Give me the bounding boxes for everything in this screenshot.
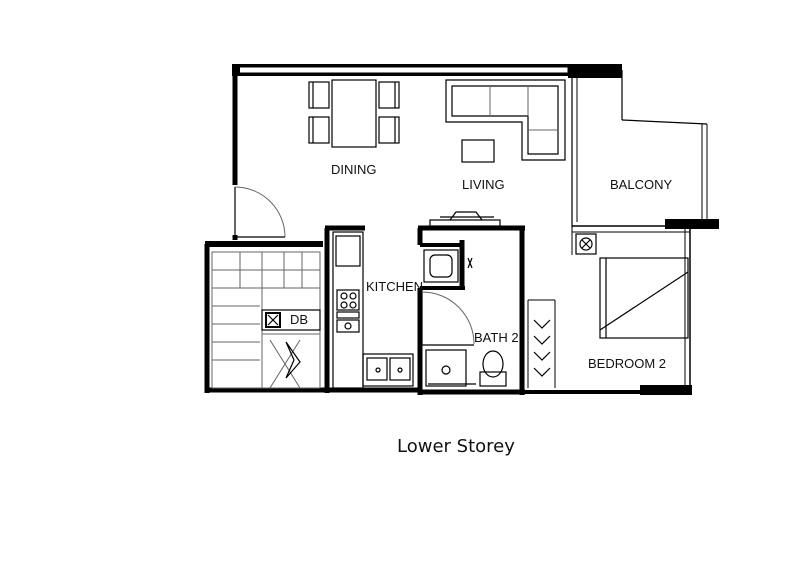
db-label: DB: [290, 312, 308, 327]
room-label-bath: BATH 2: [474, 330, 519, 345]
walls: [204, 64, 719, 395]
room-label-balcony: BALCONY: [610, 177, 672, 192]
kitchen-counter: [332, 231, 414, 389]
room-label-dining: DINING: [331, 162, 377, 177]
bed-icon: [575, 233, 689, 339]
room-label-kitchen: KITCHEN: [366, 279, 423, 294]
doors: [234, 186, 475, 346]
bath-fixtures: [425, 349, 507, 387]
wardrobe-icon: [533, 319, 551, 377]
washer-icon: [423, 249, 473, 283]
plan-title: Lower Storey: [397, 436, 515, 457]
sofa-icon: [445, 79, 566, 163]
room-label-bedroom: BEDROOM 2: [588, 356, 666, 371]
room-label-living: LIVING: [462, 177, 505, 192]
db-box: [261, 309, 321, 331]
dining-table-icon: [308, 79, 400, 148]
tv-icon: [429, 211, 501, 227]
